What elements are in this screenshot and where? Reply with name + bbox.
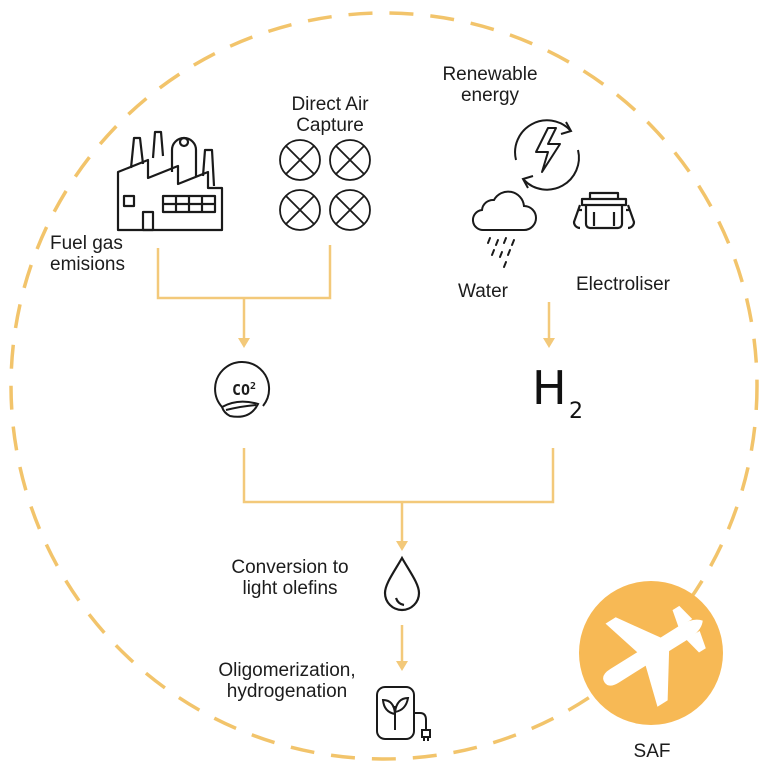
label-water: Water xyxy=(458,281,508,302)
h2-symbol: H xyxy=(532,361,567,415)
flow-connectors xyxy=(156,245,555,663)
plant-plug-icon xyxy=(376,686,431,741)
dashed-cycle-circle xyxy=(9,11,759,761)
label-renewable-energy: Renewable energy xyxy=(442,64,538,106)
co2-leaf-icon xyxy=(214,360,271,418)
arrowheads xyxy=(238,338,555,671)
arrowhead xyxy=(543,338,555,348)
fuel-drop-icon xyxy=(383,555,421,612)
co2-label: CO2 xyxy=(224,379,264,398)
co2-superscript: 2 xyxy=(250,381,257,392)
arrowhead xyxy=(396,541,408,551)
co2-symbol: CO xyxy=(231,381,251,399)
electroliser-icon xyxy=(572,191,636,230)
label-electroliser: Electroliser xyxy=(576,274,670,295)
label-direct-air-capture: Direct Air Capture xyxy=(291,94,369,136)
connector-sources-to-co2 xyxy=(156,245,332,300)
label-conversion: Conversion to light olefins xyxy=(231,557,349,599)
arrowhead xyxy=(238,338,250,348)
dac-fan-icon xyxy=(279,139,371,231)
connector-co2-h2-join xyxy=(242,448,555,504)
h2-subscript: 2 xyxy=(569,399,583,424)
label-fuel-gas: Fuel gas emisions xyxy=(50,233,125,275)
factory-icon xyxy=(116,130,224,232)
label-oligomerization: Oligomerization, hydrogenation xyxy=(218,660,356,702)
rain-cloud-icon xyxy=(472,190,537,268)
arrowhead xyxy=(396,661,408,671)
renewable-energy-icon xyxy=(514,119,580,191)
airplane-icon xyxy=(603,605,706,707)
label-saf: SAF xyxy=(633,741,671,762)
